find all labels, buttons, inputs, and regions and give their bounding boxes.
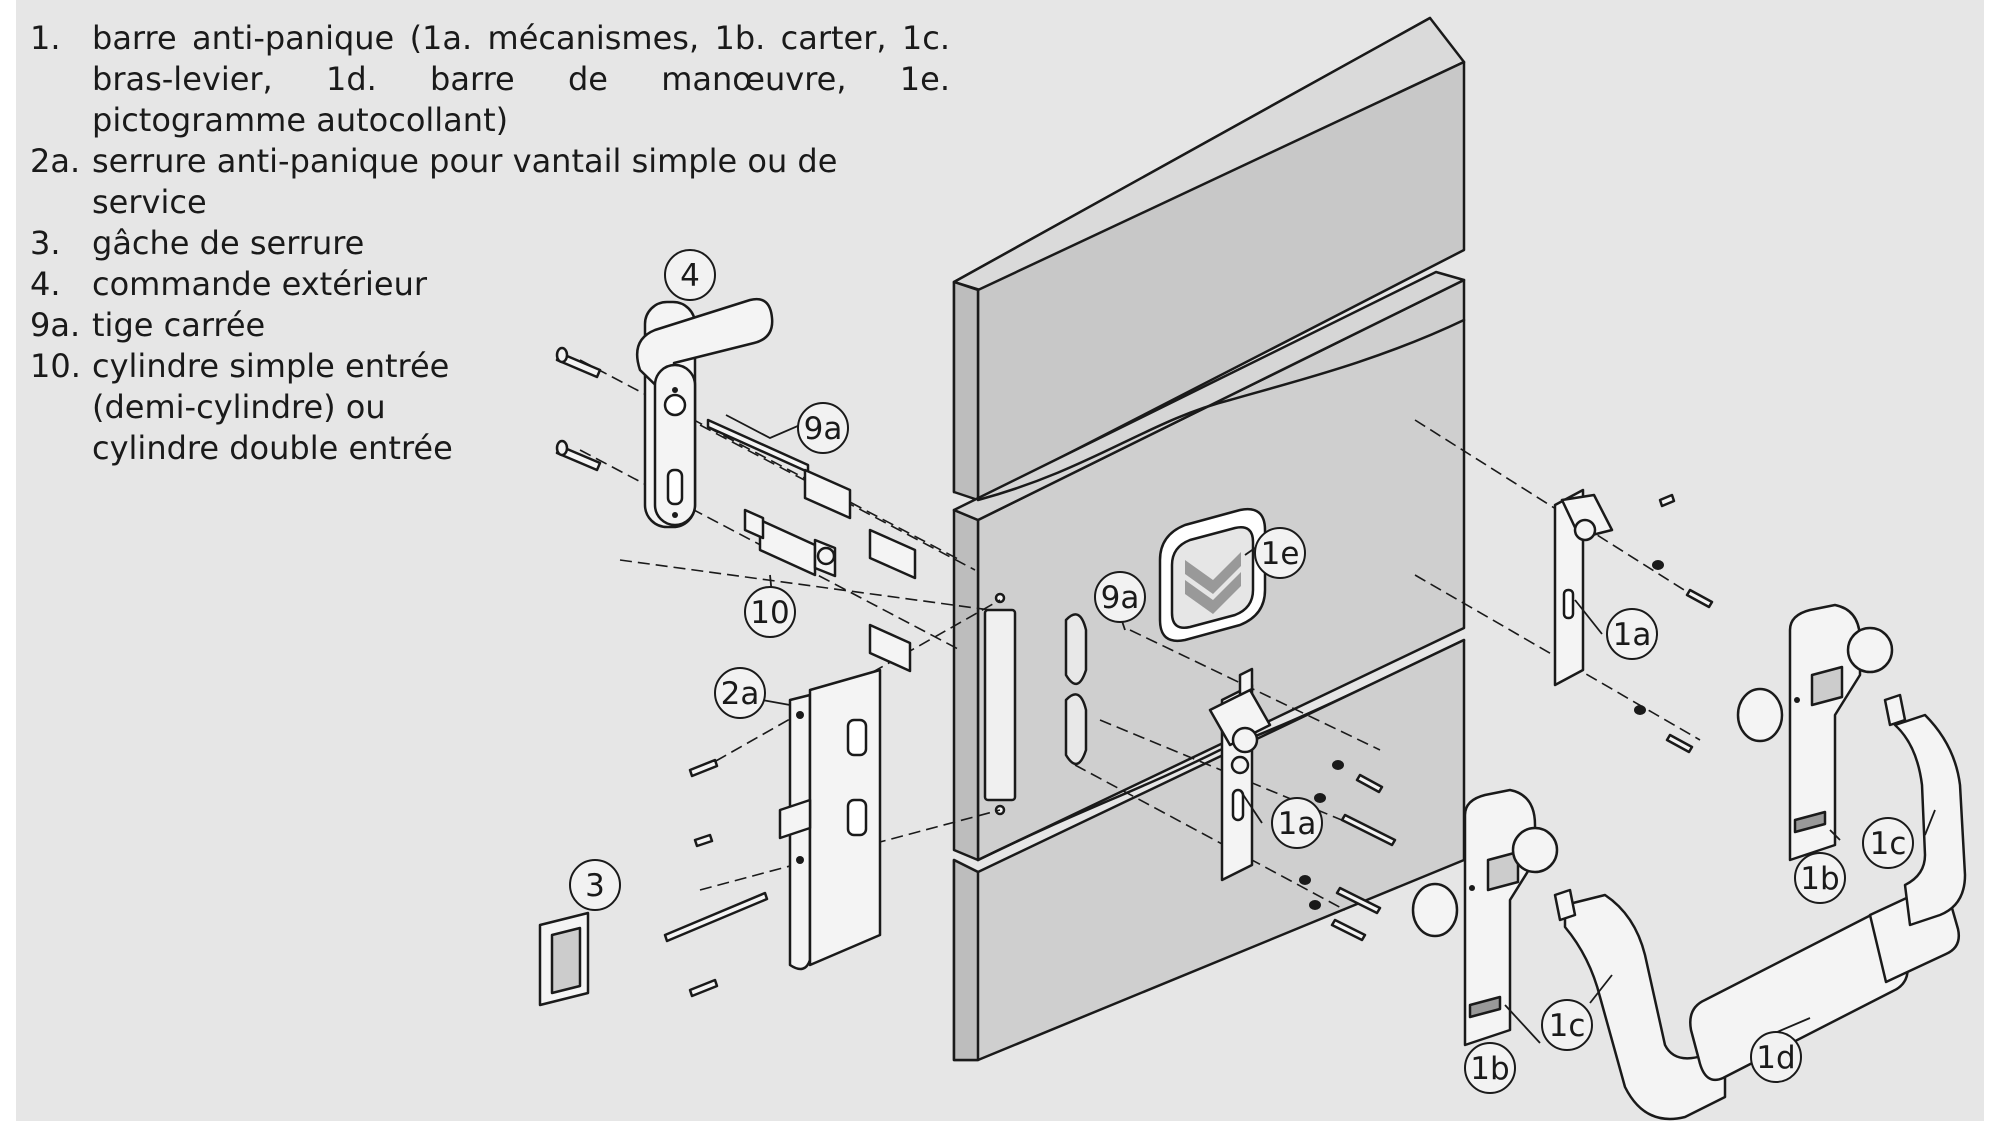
lock-screws xyxy=(663,758,769,998)
svg-text:10: 10 xyxy=(750,595,789,631)
door-top-section xyxy=(952,16,1466,502)
svg-text:3: 3 xyxy=(585,868,605,904)
callout-2a: 2a xyxy=(714,667,766,719)
panic-mechanism-right xyxy=(1553,488,1614,687)
callout-9a-top: 9a xyxy=(797,402,849,454)
exterior-handle xyxy=(635,297,774,529)
svg-text:1e: 1e xyxy=(1261,536,1300,572)
legend-item-10-line2: (demi-cylindre) ou xyxy=(92,388,386,426)
legend-text: cylindre simple entrée xyxy=(92,347,450,385)
right-fasteners xyxy=(1634,493,1714,754)
panic-mechanism-middle xyxy=(1208,667,1272,882)
legend-number: 10. xyxy=(30,347,81,385)
square-spindle-top xyxy=(706,418,917,673)
pictogram-sticker xyxy=(1158,507,1267,643)
svg-text:2a: 2a xyxy=(721,676,760,712)
legend-number: 2a. xyxy=(30,142,81,180)
callout-1c-left: 1c xyxy=(1541,999,1593,1051)
callout-1b-right: 1b xyxy=(1794,852,1846,904)
legend-item-1: 1. barre anti-panique (1a. mécanismes, 1… xyxy=(30,18,950,141)
callout-1e: 1e xyxy=(1254,527,1306,579)
callout-10: 10 xyxy=(744,586,796,638)
callout-1d: 1d xyxy=(1750,1031,1802,1083)
legend-number: 4. xyxy=(30,265,61,303)
legend-number: 1. xyxy=(30,19,61,57)
parts-legend: 1. barre anti-panique (1a. mécanismes, 1… xyxy=(30,18,950,469)
lever-arm-right xyxy=(1883,693,1967,927)
svg-text:1b: 1b xyxy=(1470,1051,1509,1087)
legend-item-2a: 2a. serrure anti-panique pour vantail si… xyxy=(30,141,950,223)
callout-1c-right: 1c xyxy=(1862,817,1914,869)
strike-plate xyxy=(538,911,590,1007)
callout-1b-left: 1b xyxy=(1464,1042,1516,1094)
svg-text:4: 4 xyxy=(680,258,700,294)
legend-item-10: 10. cylindre simple entrée xyxy=(30,346,950,387)
lever-arm-left xyxy=(1553,888,1727,1121)
housing-left xyxy=(1411,788,1559,1047)
callout-3: 3 xyxy=(569,859,621,911)
svg-text:1c: 1c xyxy=(1870,826,1907,862)
legend-number: 9a. xyxy=(30,306,81,344)
svg-text:1a: 1a xyxy=(1613,617,1652,653)
legend-text: gâche de serrure xyxy=(92,224,365,262)
legend-number: 3. xyxy=(30,224,61,262)
door-openings xyxy=(1064,613,1088,765)
legend-item-9a: 9a. tige carrée xyxy=(30,305,950,346)
legend-item-4: 4. commande extérieur xyxy=(30,264,950,305)
svg-text:1d: 1d xyxy=(1756,1040,1795,1076)
callout-4: 4 xyxy=(664,249,716,301)
legend-text: barre anti-panique (1a. mécanismes, 1b. … xyxy=(92,19,950,139)
callout-badges: 4 9a 10 2a 3 1e 9a 1a xyxy=(569,249,1914,1094)
housing-right xyxy=(1736,603,1894,862)
svg-text:1b: 1b xyxy=(1800,861,1839,897)
door-slot xyxy=(983,608,1017,802)
legend-item-3: 3. gâche de serrure xyxy=(30,223,950,264)
svg-text:9a: 9a xyxy=(1101,580,1140,616)
callout-1a-mid: 1a xyxy=(1271,797,1323,849)
callout-1a-right: 1a xyxy=(1606,608,1658,660)
lock-cylinder xyxy=(743,508,837,578)
legend-text: commande extérieur xyxy=(92,265,428,303)
callout-9a-mid: 9a xyxy=(1094,571,1146,623)
legend-text: serrure anti-panique pour vantail simple… xyxy=(92,142,838,221)
legend-text: tige carrée xyxy=(92,306,266,344)
mortise-lock xyxy=(778,668,882,971)
svg-text:9a: 9a xyxy=(804,411,843,447)
svg-text:1a: 1a xyxy=(1278,806,1317,842)
handle-screws xyxy=(555,346,602,472)
svg-text:1c: 1c xyxy=(1549,1008,1586,1044)
legend-item-10-line3: cylindre double entrée xyxy=(92,429,453,467)
middle-fasteners xyxy=(1299,760,1397,942)
